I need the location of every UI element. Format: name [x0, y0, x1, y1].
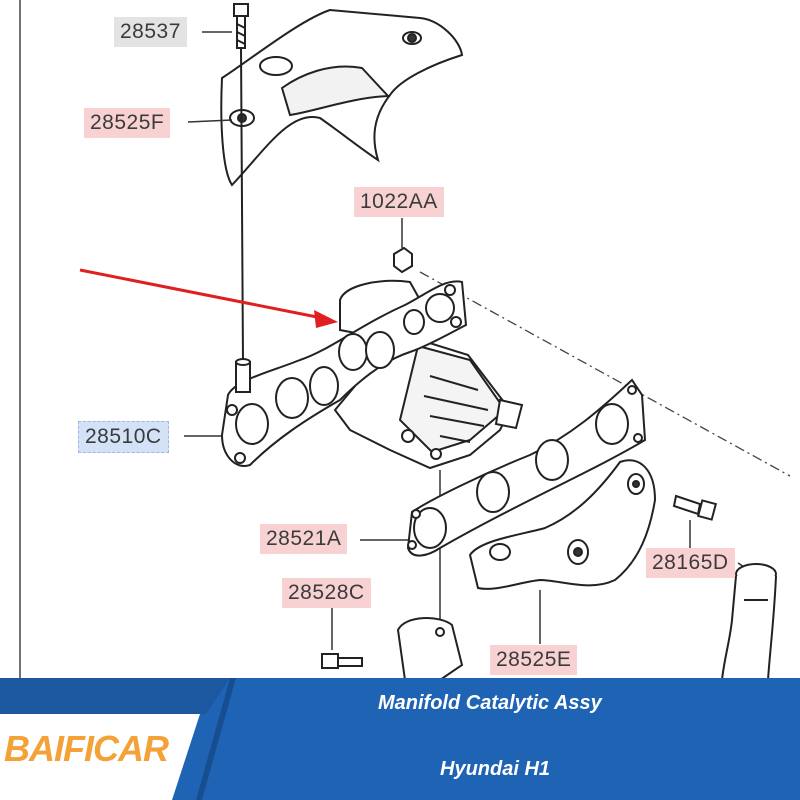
part-label-28165D: 28165D — [646, 548, 735, 578]
part-label-1022AA: 1022AA — [354, 187, 444, 217]
part-label-28525E: 28525E — [490, 645, 578, 675]
support-bracket — [396, 617, 464, 681]
part-label-28537: 28537 — [114, 17, 187, 47]
stud-collar — [235, 358, 251, 393]
vehicle-model: Hyundai H1 — [440, 758, 551, 780]
part-label-28525F: 28525F — [84, 108, 171, 138]
brand-logo: BAIFICAR — [4, 728, 169, 769]
part-label-28528C: 28528C — [282, 578, 371, 608]
exhaust-down-pipe — [720, 563, 777, 681]
nut-1022AA — [393, 246, 413, 274]
brand-banner — [0, 678, 800, 800]
catalytic-converter — [333, 279, 524, 470]
stud-line — [240, 47, 244, 363]
bolt-28537 — [233, 3, 249, 49]
heat-shield-lower — [468, 459, 657, 590]
bolt-28165D — [672, 494, 718, 521]
red-arrow-indicator — [79, 268, 338, 328]
exhaust-manifold-flange — [220, 280, 468, 467]
part-label-28510C: 28510C — [78, 421, 169, 453]
product-title: Manifold Catalytic Assy — [378, 692, 602, 714]
heat-shield-upper — [220, 8, 464, 187]
part-label-28521A: 28521A — [260, 524, 348, 554]
gasket-28521A — [406, 378, 647, 557]
bolt-28528C — [321, 653, 363, 669]
